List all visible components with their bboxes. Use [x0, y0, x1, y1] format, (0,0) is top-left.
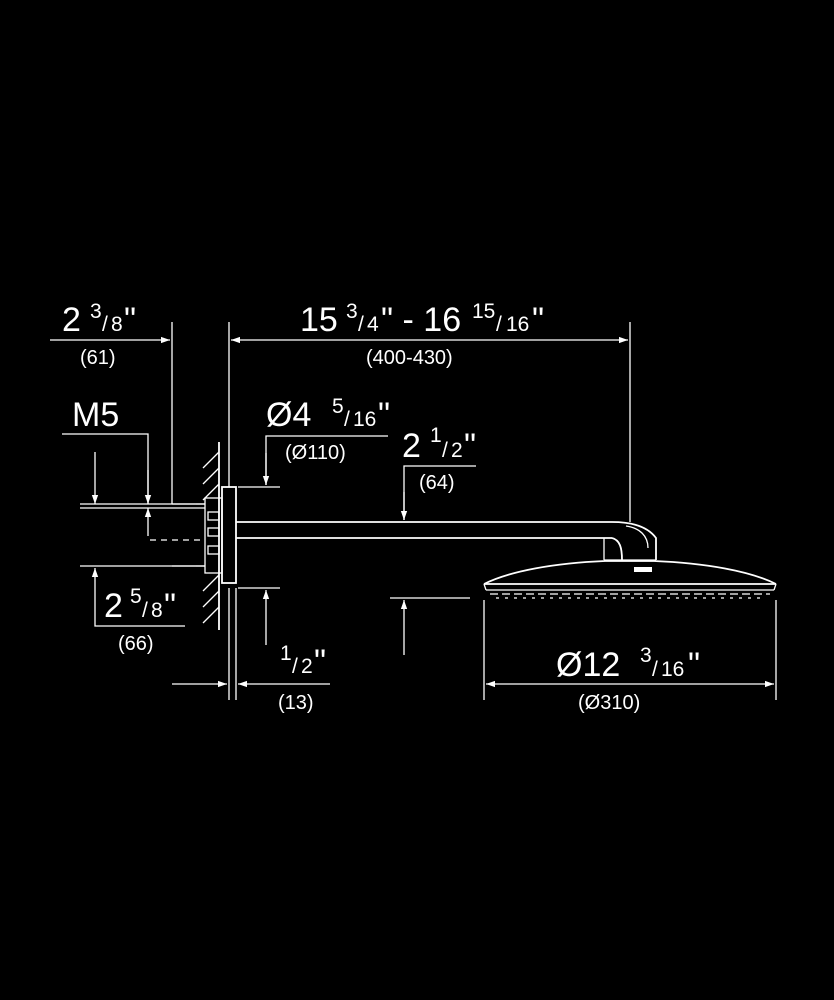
thread-label: M5: [72, 396, 119, 434]
dim-flange-diameter: Ø4 5 / 16 " (Ø110): [238, 395, 390, 488]
flange-depth-quote: ": [314, 643, 326, 681]
drop-slash: /: [442, 439, 448, 462]
drop-whole: 2: [402, 427, 421, 465]
arm-length-quote: ": [532, 301, 544, 339]
wall-offset-slash: /: [102, 313, 108, 336]
flange-dia-den: 16: [353, 408, 376, 431]
shower-head: [483, 560, 777, 599]
flange-dia-quote: ": [378, 396, 390, 434]
arm-length-num-a: 3: [346, 300, 358, 323]
drop-metric: (64): [419, 472, 455, 494]
arm-length-slash-b: /: [496, 313, 502, 336]
flange-height-den: 8: [151, 599, 163, 622]
dim-arm-length: 15 3 / 4 " - 16 15 / 16 " (400-430): [228, 300, 631, 522]
arm-length-den-b: 16: [506, 313, 529, 336]
flange-depth-num: 1: [280, 642, 292, 665]
arm-length-num-b: 15: [472, 300, 495, 323]
flange-depth-den: 2: [301, 655, 313, 678]
head-dia-quote: ": [688, 646, 700, 684]
flange-dia-slash: /: [344, 408, 350, 431]
dim-wall-offset: 2 3 / 8 " (61): [50, 300, 173, 504]
wall-offset-quote: ": [124, 301, 136, 339]
dim-head-diameter: Ø12 3 / 16 " (Ø310): [483, 600, 777, 714]
head-dia-num: 3: [640, 644, 652, 667]
flange-depth-slash: /: [292, 655, 298, 678]
drop-num: 1: [430, 424, 442, 447]
wall-offset-whole: 2: [62, 301, 81, 339]
flange-height-slash: /: [142, 599, 148, 622]
dim-drop: 2 1 / 2 " (64): [390, 424, 476, 655]
wall-offset-metric: (61): [80, 347, 116, 369]
wall-offset-num: 3: [90, 300, 102, 323]
flange-dia-whole: Ø4: [266, 396, 311, 434]
head-dia-den: 16: [661, 658, 684, 681]
flange-height-quote: ": [164, 587, 176, 625]
flange-dia-metric: (Ø110): [285, 442, 346, 464]
dim-thread: M5: [62, 396, 205, 536]
wall-flange: [150, 486, 237, 584]
flange-height-metric: (66): [118, 633, 154, 655]
wall-offset-den: 8: [111, 313, 123, 336]
shower-arm: [236, 521, 657, 561]
drop-den: 2: [451, 439, 463, 462]
drop-quote: ": [464, 427, 476, 465]
dim-flange-depth: 1 / 2 " (13): [172, 587, 330, 714]
arm-length-metric: (400-430): [366, 347, 453, 369]
head-dia-whole: Ø12: [556, 646, 620, 684]
head-dia-metric: (Ø310): [578, 692, 640, 714]
arm-length-whole-a: 15: [300, 301, 338, 339]
flange-height-num: 5: [130, 585, 142, 608]
flange-dia-num: 5: [332, 395, 344, 418]
arm-length-sep: " - 16: [381, 301, 461, 339]
flange-height-whole: 2: [104, 587, 123, 625]
arm-length-den-a: 4: [367, 313, 379, 336]
arm-length-slash-a: /: [358, 313, 364, 336]
head-dia-slash: /: [652, 658, 658, 681]
dim-flange-height: 2 5 / 8 " (66): [80, 565, 205, 655]
flange-depth-metric: (13): [278, 692, 314, 714]
